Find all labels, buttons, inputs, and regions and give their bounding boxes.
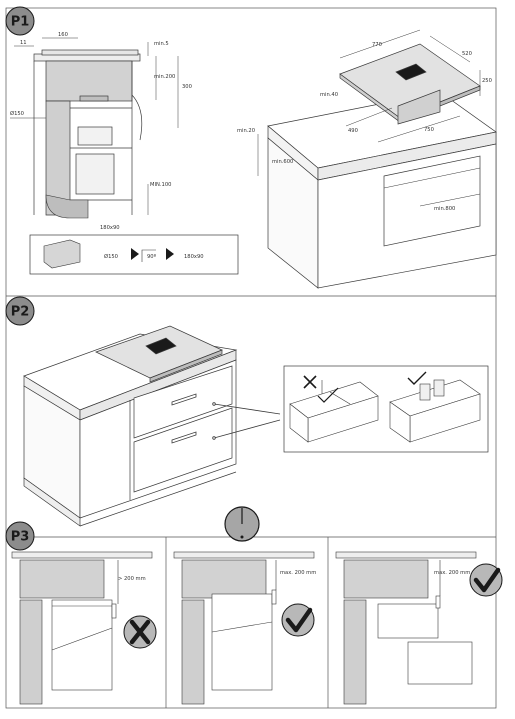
forbidden-cross-icon <box>303 375 317 389</box>
p3-panel-c <box>335 551 477 705</box>
legend-flat-label: 180x90 <box>184 254 204 260</box>
badge-p3: P3 <box>5 521 35 551</box>
dim-750: 750 <box>424 127 434 133</box>
badge-p2-label: P2 <box>11 305 30 320</box>
legend-round-label: Ø150 <box>104 253 118 260</box>
p1-iso-cabinet <box>267 43 497 289</box>
approved-check-icon <box>317 387 339 403</box>
approved-check-icon <box>469 563 503 597</box>
badge-p2: P2 <box>5 296 35 326</box>
p2-drawer-handles <box>171 393 281 444</box>
p3-panel-a <box>11 551 153 705</box>
dim-min20: min.20 <box>237 128 255 134</box>
arrow-right-icon <box>131 248 139 260</box>
p3-label-min200: > 200 mm <box>118 576 146 582</box>
dim-490: 490 <box>348 128 358 134</box>
dim-300: 300 <box>182 84 192 90</box>
outer-frame <box>5 7 497 709</box>
forbidden-cross-icon <box>123 615 157 649</box>
dim-770: 770 <box>372 42 382 48</box>
p2-iso-cabinet <box>23 325 238 527</box>
dim-520: 520 <box>462 51 472 57</box>
approved-check-icon <box>281 603 315 637</box>
badge-p1-label: P1 <box>11 15 30 30</box>
p3-clock-icon <box>224 506 260 542</box>
p1-duct-legend: Ø150 90º 180x90 <box>29 234 239 275</box>
dim-duct-180x90: 180x90 <box>100 225 120 231</box>
dim-min200: min.200 <box>154 74 175 80</box>
dim-250: 250 <box>482 78 492 84</box>
approved-check-icon <box>407 371 427 385</box>
p1-dimension-lines <box>10 37 179 215</box>
badge-p1: P1 <box>5 6 35 36</box>
p3-label-max200-c: max. 200 mm <box>434 570 470 576</box>
dim-min40: min.40 <box>320 92 338 98</box>
dim-11: 11 <box>20 40 27 46</box>
angle-90-icon <box>141 249 156 262</box>
dim-min600: min.600 <box>272 159 293 165</box>
p3-label-max200-b: max. 200 mm <box>280 570 316 576</box>
p1-side-section <box>33 49 143 215</box>
p1-vertical-duct <box>45 100 89 219</box>
p3-panel-b <box>173 551 315 705</box>
dim-min100: MIN.100 <box>150 182 171 188</box>
p2-drawer-callout <box>283 365 489 453</box>
dim-160: 160 <box>58 32 68 38</box>
badge-p3-label: P3 <box>11 530 30 545</box>
dim-o150: Ø150 <box>10 110 24 117</box>
p1-iso-dimensions <box>257 29 481 207</box>
arrow-right-icon <box>166 248 174 260</box>
dim-min800: min.800 <box>434 206 455 212</box>
dim-min5: min.5 <box>154 41 169 47</box>
legend-angle-label: 90º <box>147 254 157 260</box>
